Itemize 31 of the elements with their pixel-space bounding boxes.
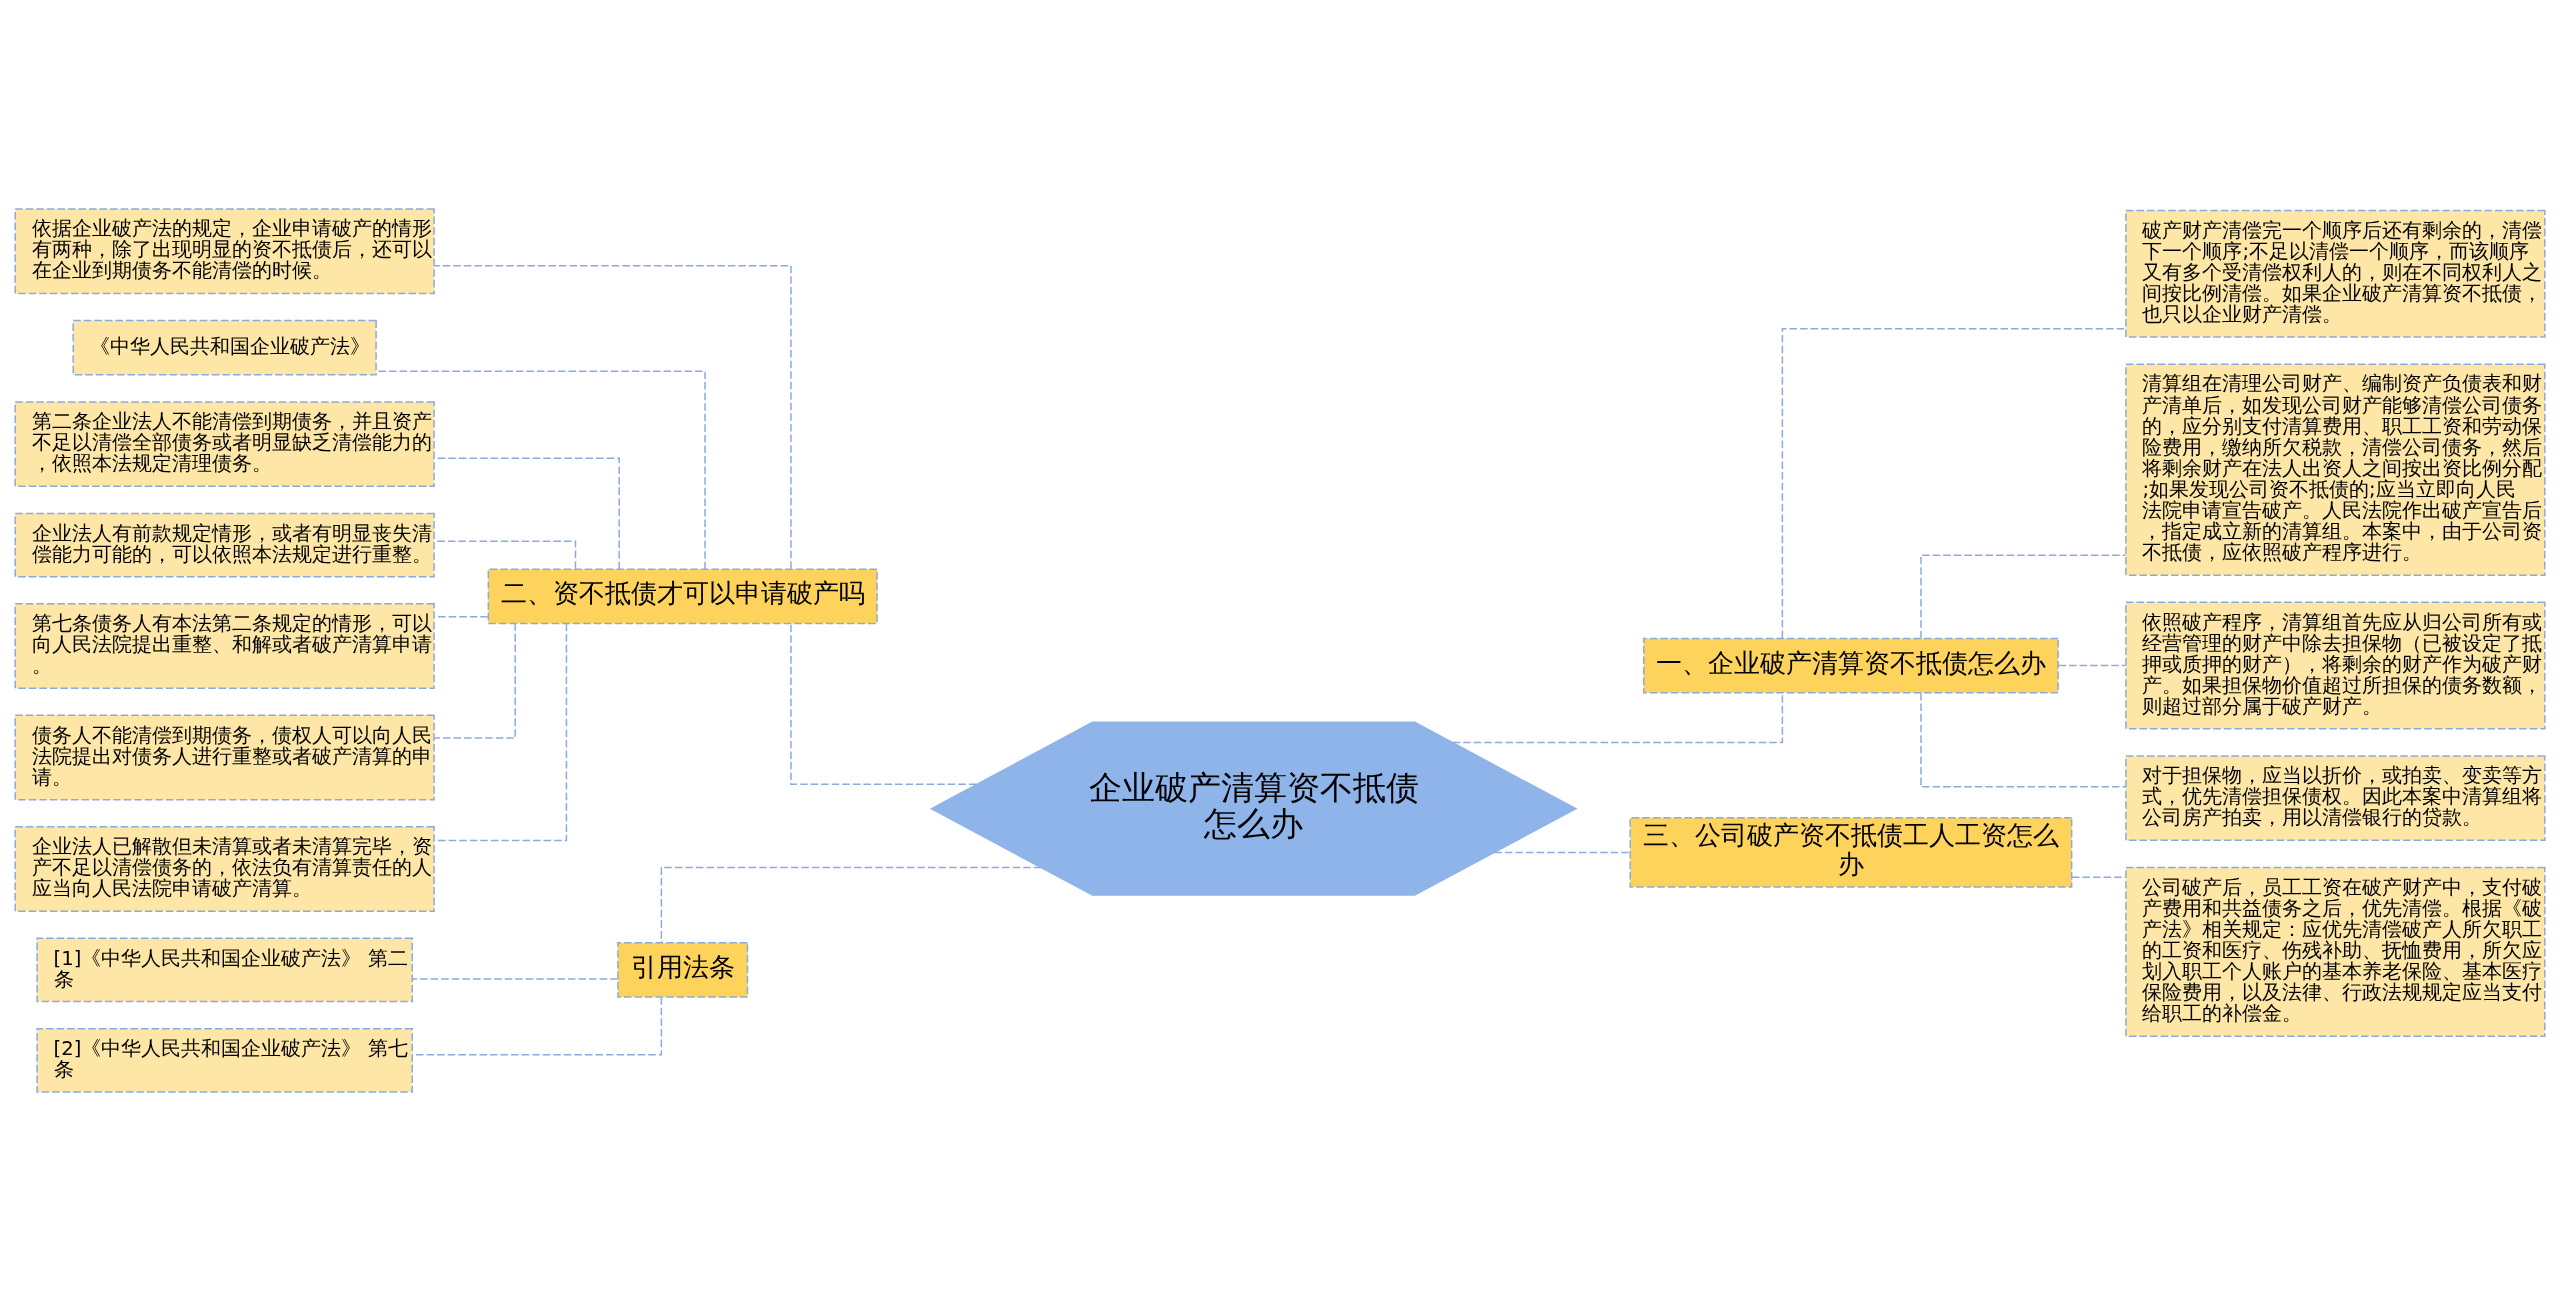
node-box: 《中华人民共和国企业破产法》 — [72, 319, 377, 376]
connector — [1493, 851, 1631, 853]
node-box: 依据企业破产法的规定，企业申请破产的情形有两种，除了出现明显的资不抵债后，还可以在企业到期债务不能清偿的时候。 — [14, 207, 435, 294]
connector — [790, 622, 978, 785]
node-box: 第二条企业法人不能清偿到期债务，并且资产不足以清偿全部债务或者明显缺乏清偿能力的，依照本法规定清理债务。 — [14, 400, 435, 487]
connector — [2057, 664, 2127, 666]
connector — [1781, 327, 2127, 639]
node-box: 第七条债务人有本法第二条规定的情形，可以向人民法院提出重整、和解或者破产清算申请。 — [14, 602, 435, 689]
connector — [411, 996, 663, 1056]
node-box: 债务人不能清偿到期债务，债权人可以向人民法院提出对债务人进行重整或者破产清算的申请。 — [14, 714, 435, 800]
connector — [1920, 553, 2127, 639]
node-box: 引用法条 — [617, 941, 749, 998]
connector — [660, 866, 1042, 943]
connector — [2071, 876, 2127, 878]
node-box: 破产财产清偿完一个顺序后还有剩余的，清偿下一个顺序;不足以清偿一个顺序，而该顺序又有多个受清偿权利人的，则在不同权利人之间按比例清偿。如果企业破产清算资不抵债，也只以企业财产清偿。 — [2125, 209, 2546, 338]
node-box: 对于担保物，应当以折价，或拍卖、变卖等方式，优先清偿担保债权。因此本案中清算组将公司房产拍卖，用以清偿银行的贷款。 — [2125, 754, 2546, 841]
node-box: 企业法人有前款规定情形，或者有明显丧失清偿能力可能的，可以依照本法规定进行重整。 — [14, 512, 435, 577]
node-box: [2]《中华人民共和国企业破产法》 第七条 — [36, 1027, 413, 1093]
connector — [433, 264, 792, 569]
node-box: 二、资不抵债才可以申请破产吗 — [487, 567, 878, 624]
node-box: 依照破产程序，清算组首先应从归公司所有或经营管理的财产中除去担保物（已被设定了抵押或质押的财产），将剩余的财产作为破产财产。如果担保物价值超过所担保的债务数额，则超过部分属于破产财产。 — [2125, 601, 2546, 730]
connector — [1920, 691, 2127, 788]
connector — [433, 622, 568, 841]
node-box: 一、企业破产清算资不抵债怎么办 — [1643, 637, 2059, 693]
node-box: 公司破产后，员工工资在破产财产中，支付破产费用和共益债务之后，优先清偿。根据《破产法》相关规定：应优先清偿破产人所欠职工的工资和医疗、伤残补助、抚恤费用，所欠应划入职工个人账户的基本养老保险、基本医疗保险费用，以及法律、行政法规规定应当支付给职工的补偿金。 — [2125, 866, 2546, 1037]
connector — [411, 977, 619, 980]
connector — [433, 622, 516, 739]
node-box: [1]《中华人民共和国企业破产法》 第二条 — [36, 937, 413, 1002]
node-box: 三、公司破产资不抵债工人工资怎么办 — [1629, 816, 2073, 888]
node-box: 企业法人已解散但未清算或者未清算完毕，资产不足以清偿债务的，依法负有清算责任的人应当向人民法院申请破产清算。 — [14, 825, 435, 912]
node-box: 清算组在清理公司财产、编制资产负债表和财产清单后，如发现公司财产能够清偿公司债务的，应分别支付清算费用、职工工资和劳动保险费用，缴纳所欠税款，清偿公司债务，然后将剩余财产在法人出资人之间按出资比例分配;如果发现公司资不抵债的;应当立即向人民法院申请宣告破产。人民法院作出破产宣告后，指定成立新的清算组。本案中，由于公司资不抵债，应依照破产程序进行。 — [2125, 362, 2546, 576]
